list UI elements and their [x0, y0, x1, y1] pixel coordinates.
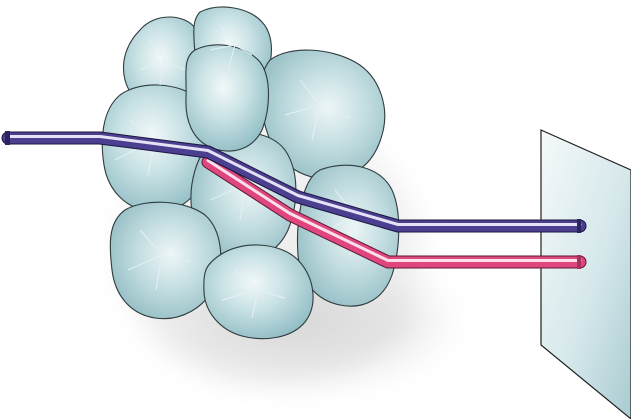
- refracted-beam-end: [577, 255, 581, 269]
- cell: [110, 202, 220, 318]
- incident-beam-end: [5, 131, 10, 145]
- cell: [298, 165, 399, 306]
- cell: [186, 45, 269, 151]
- cell: [204, 245, 313, 339]
- detector-screen: [541, 130, 631, 419]
- straight-beam-end: [577, 219, 581, 233]
